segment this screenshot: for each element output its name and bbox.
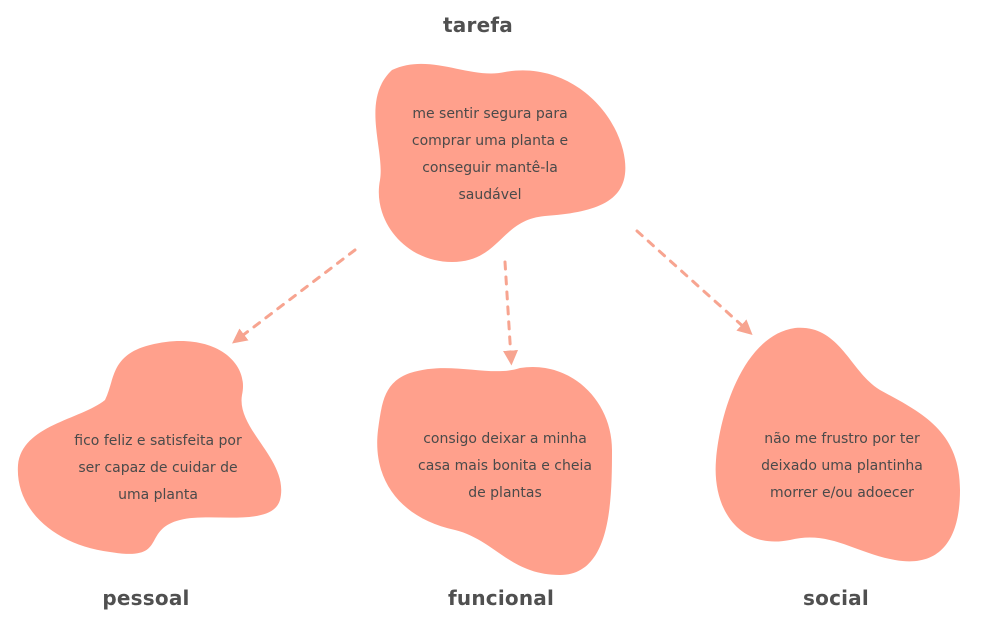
- text-pessoal: fico feliz e satisfeita por ser capaz de…: [74, 433, 242, 503]
- label-pessoal: pessoal: [102, 586, 190, 610]
- arrow-to-pessoal: [232, 248, 357, 344]
- label-tarefa: tarefa: [443, 13, 513, 37]
- label-social: social: [803, 586, 869, 610]
- blob-pessoal: [17, 341, 282, 554]
- blob-tarefa: [375, 63, 626, 262]
- text-tarefa: me sentir segura para comprar uma planta…: [411, 106, 569, 203]
- text-social: não me frustro por ter deixado uma plant…: [761, 431, 923, 501]
- label-funcional: funcional: [447, 586, 555, 610]
- arrow-to-social: [635, 229, 753, 336]
- arrow-to-funcional: [503, 260, 519, 366]
- text-funcional: consigo deixar a minha casa mais bonita …: [418, 431, 592, 501]
- blob-funcional: [377, 366, 612, 575]
- blob-social: [715, 327, 960, 562]
